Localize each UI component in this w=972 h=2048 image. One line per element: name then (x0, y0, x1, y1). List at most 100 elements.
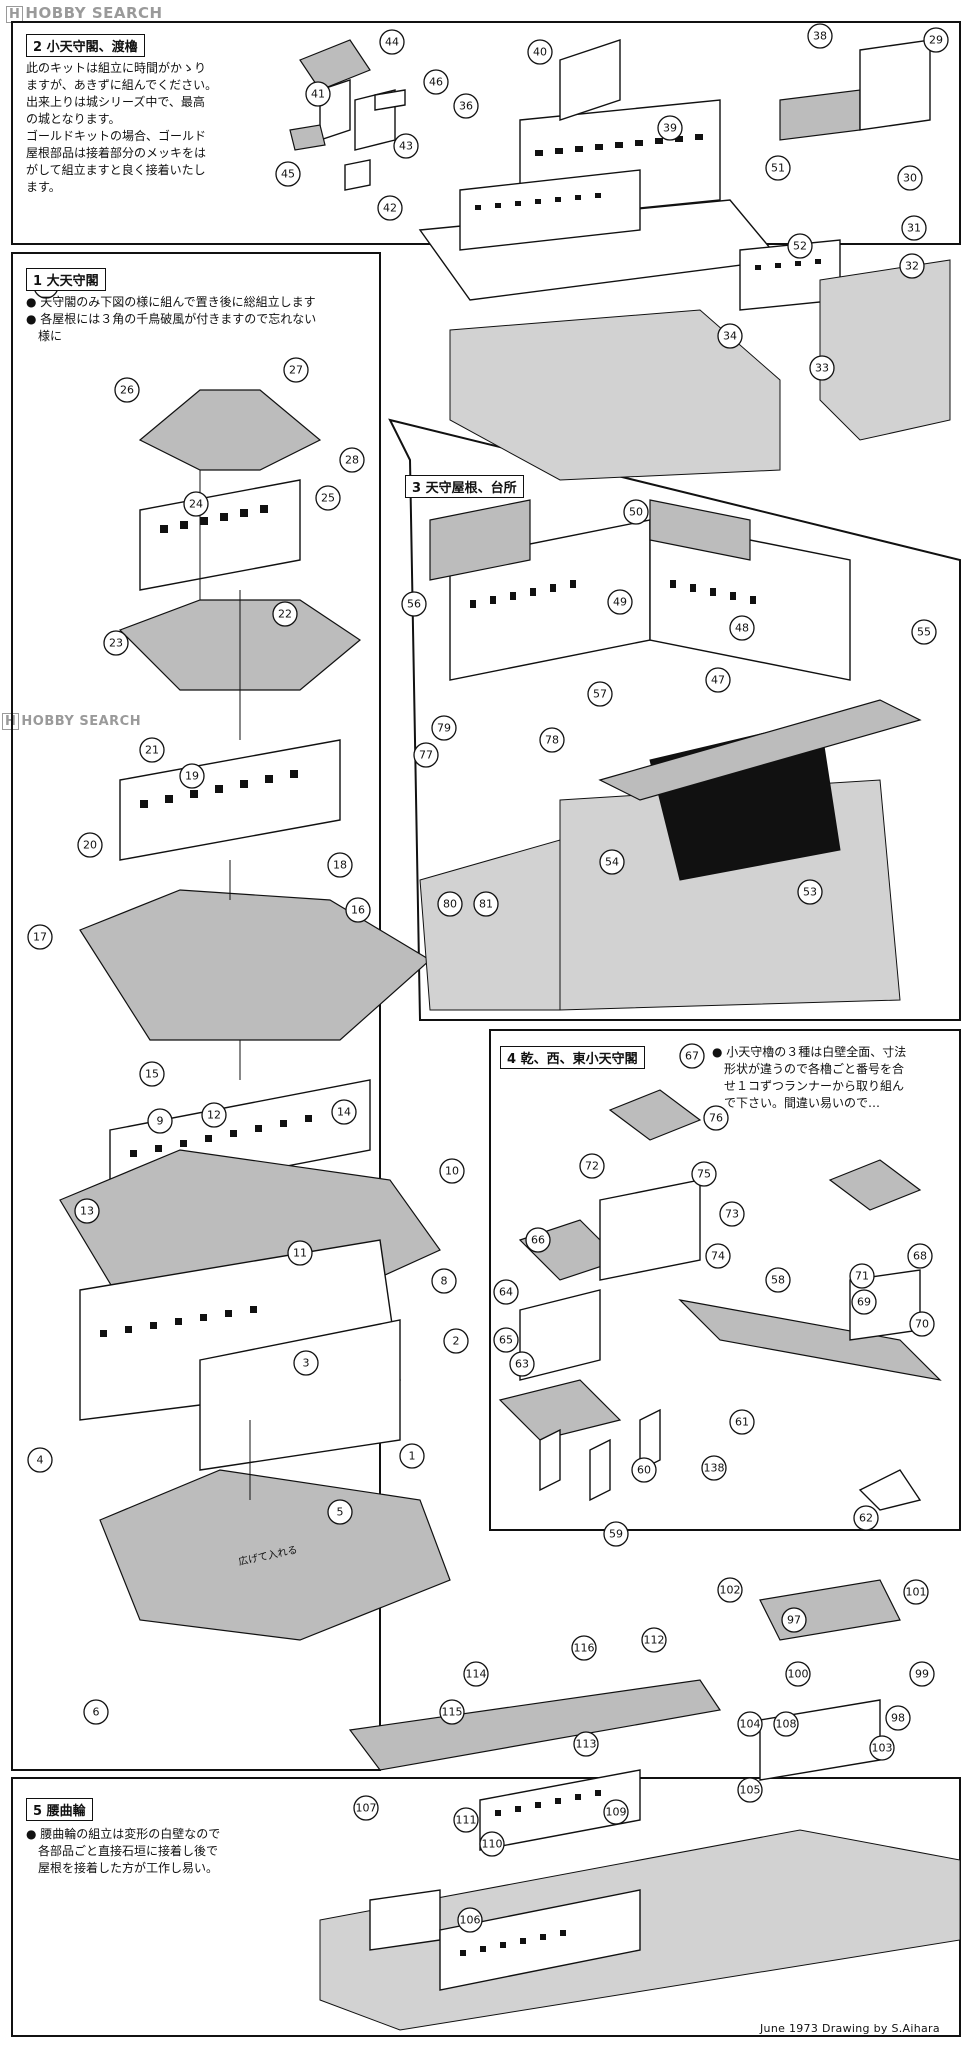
part-number-label: 8 (441, 1275, 448, 1288)
part-number-circle (479, 1831, 505, 1857)
part-number-22: 22 (272, 601, 298, 627)
part-number-circle (781, 1607, 807, 1633)
part-number-99: 99 (909, 1661, 935, 1687)
part-number-circle (909, 1311, 935, 1337)
part-number-label: 45 (281, 168, 295, 181)
part-number-circle (785, 1661, 811, 1687)
part-number-28: 28 (339, 447, 365, 473)
part-number-circle (603, 1521, 629, 1547)
part-number-label: 61 (735, 1416, 749, 1429)
part-number-55: 55 (911, 619, 937, 645)
part-number-label: 98 (891, 1712, 905, 1725)
part-number-61: 61 (729, 1409, 755, 1435)
part-number-circle (539, 727, 565, 753)
part-number-circle (573, 1731, 599, 1757)
part-number-label: 77 (419, 749, 433, 762)
part-number-label: 10 (445, 1165, 459, 1178)
part-number-circle (139, 737, 165, 763)
part-number-circle (911, 619, 937, 645)
part-number-49: 49 (607, 589, 633, 615)
section-5-note: ● 腰曲輪の組立は変形の白壁なので 各部品ごと直接石垣に接着し後で 屋根を接着し… (26, 1827, 221, 1875)
part-number-circle (509, 1351, 535, 1377)
part-number-69: 69 (851, 1289, 877, 1315)
part-number-5: 5 (327, 1499, 353, 1525)
part-number-97: 97 (781, 1607, 807, 1633)
part-number-circle (737, 1711, 763, 1737)
part-number-label: 20 (83, 839, 97, 852)
part-number-circle (701, 1455, 727, 1481)
part-number-107: 107 (353, 1795, 379, 1821)
part-number-51: 51 (765, 155, 791, 181)
part-number-circle (183, 491, 209, 517)
part-number-47: 47 (705, 667, 731, 693)
part-number-circle (103, 630, 129, 656)
part-number-115: 115 (439, 1699, 465, 1725)
part-number-label: 17 (33, 931, 47, 944)
part-number-circle (453, 93, 479, 119)
part-number-52: 52 (787, 233, 813, 259)
part-number-circle (283, 357, 309, 383)
part-number-65: 65 (493, 1327, 519, 1353)
part-number-circle (527, 39, 553, 65)
section-3-drawing (419, 499, 922, 1011)
part-number-label: 71 (855, 1270, 869, 1283)
part-number-label: 33 (815, 362, 829, 375)
part-number-label: 13 (80, 1205, 94, 1218)
part-number-15: 15 (139, 1061, 165, 1087)
part-number-label: 103 (872, 1742, 893, 1755)
part-number-label: 1 (409, 1450, 416, 1463)
part-number-label: 114 (466, 1668, 487, 1681)
part-number-27: 27 (283, 357, 309, 383)
part-number-6: 6 (83, 1699, 109, 1725)
part-number-circle (603, 1799, 629, 1825)
part-number-label: 60 (637, 1464, 651, 1477)
part-number-circle (571, 1635, 597, 1661)
section-2-drawing (289, 39, 951, 481)
part-number-label: 79 (437, 722, 451, 735)
part-number-label: 80 (443, 898, 457, 911)
part-number-78: 78 (539, 727, 565, 753)
part-number-label: 23 (109, 637, 123, 650)
part-number-circle (901, 215, 927, 241)
part-number-circle (719, 1201, 745, 1227)
part-number-circle (737, 1777, 763, 1803)
part-number-circle (345, 897, 371, 923)
part-number-label: 53 (803, 886, 817, 899)
part-number-circle (851, 1289, 877, 1315)
part-number-73: 73 (719, 1201, 745, 1227)
part-number-label: 4 (37, 1454, 44, 1467)
part-number-label: 48 (735, 622, 749, 635)
part-number-31: 31 (901, 215, 927, 241)
part-number-label: 26 (120, 384, 134, 397)
part-number-label: 102 (720, 1584, 741, 1597)
section-5-drawing (319, 1579, 961, 2031)
part-number-label: 46 (429, 76, 443, 89)
part-number-label: 101 (906, 1586, 927, 1599)
part-number-38: 38 (807, 23, 833, 49)
part-number-label: 30 (903, 172, 917, 185)
section-4-title: 4 乾、西、東小天守閣 (500, 1046, 645, 1069)
part-number-label: 57 (593, 688, 607, 701)
part-number-71: 71 (849, 1263, 875, 1289)
part-number-label: 12 (207, 1109, 221, 1122)
section-2-title: 2 小天守閣、渡櫓 (26, 34, 145, 57)
part-number-46: 46 (423, 69, 449, 95)
part-number-13: 13 (74, 1198, 100, 1224)
part-number-label: 43 (399, 140, 413, 153)
part-number-label: 19 (185, 770, 199, 783)
part-number-4: 4 (27, 1447, 53, 1473)
section-5-title: 5 腰曲輪 (26, 1798, 93, 1821)
part-number-66: 66 (525, 1227, 551, 1253)
part-number-circle (729, 1409, 755, 1435)
part-number-label: 54 (605, 856, 619, 869)
part-number-label: 73 (725, 1208, 739, 1221)
part-number-circle (899, 253, 925, 279)
part-number-circle (885, 1705, 911, 1731)
part-number-circle (83, 1699, 109, 1725)
part-number-label: 25 (321, 492, 335, 505)
part-number-60: 60 (631, 1457, 657, 1483)
part-number-label: 105 (740, 1784, 761, 1797)
part-number-113: 113 (573, 1731, 599, 1757)
part-number-label: 108 (776, 1718, 797, 1731)
